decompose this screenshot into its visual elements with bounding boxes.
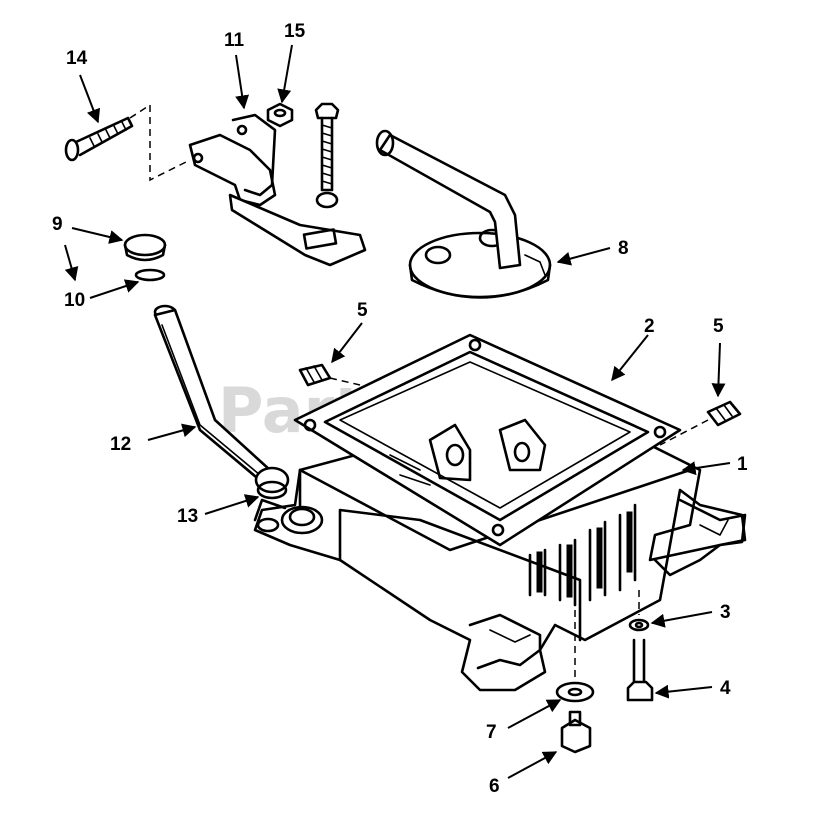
mounting-bracket — [188, 113, 367, 267]
nut-6 — [560, 610, 592, 754]
plug-5-left — [298, 363, 361, 387]
callout-8: 8 — [618, 238, 629, 259]
nut-15 — [266, 102, 294, 128]
washer-7 — [555, 681, 595, 703]
callout-labels: 14 11 15 9 10 8 5 2 5 1 12 13 3 4 7 6 — [52, 21, 748, 797]
callout-5-left: 5 — [357, 300, 368, 321]
callout-4: 4 — [720, 678, 731, 699]
callout-6: 6 — [489, 776, 500, 797]
callout-3: 3 — [720, 602, 731, 623]
callout-10: 10 — [64, 290, 85, 311]
callout-7: 7 — [486, 722, 497, 743]
callout-14: 14 — [66, 48, 88, 69]
callout-13: 13 — [177, 506, 198, 527]
callout-12: 12 — [110, 434, 131, 455]
washer-3 — [628, 618, 650, 632]
callout-15: 15 — [284, 21, 306, 42]
cooling-fins — [528, 503, 637, 607]
bolt-4 — [626, 590, 654, 702]
bracket-bolt — [314, 102, 340, 209]
callout-2: 2 — [644, 316, 655, 337]
callout-11: 11 — [224, 30, 245, 51]
callout-1: 1 — [737, 454, 748, 475]
breather-assembly — [375, 129, 552, 299]
leader-lines — [64, 44, 731, 779]
gasket-frame — [293, 333, 682, 547]
callout-5-right: 5 — [713, 316, 724, 337]
long-bolt-14 — [64, 104, 191, 182]
plug-5-right — [659, 400, 742, 446]
dipstick-assembly — [123, 233, 290, 500]
callout-9: 9 — [52, 214, 63, 235]
